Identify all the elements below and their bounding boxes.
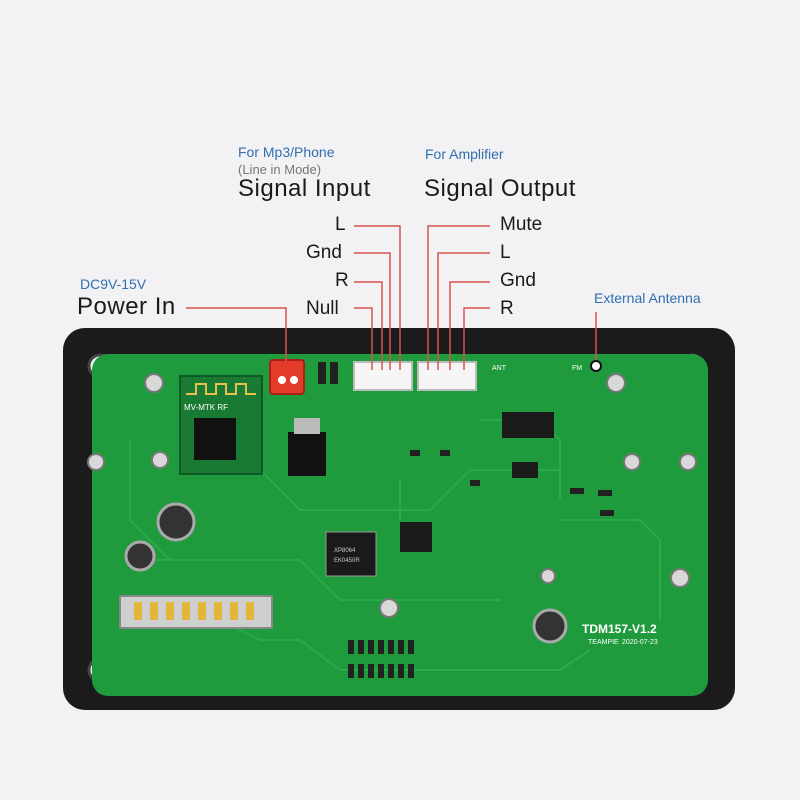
signal-output-connector	[417, 361, 477, 391]
bt-module-label: MV-MTK RF	[184, 403, 228, 412]
output-pin-mute: Mute	[500, 214, 543, 235]
power-voltage-label: DC9V-15V	[80, 276, 147, 292]
leader-input-gnd	[354, 252, 391, 370]
leader-power	[186, 307, 287, 362]
board-model: TDM157-V1.2	[582, 622, 657, 636]
ant-label: ANT	[492, 365, 507, 372]
antenna-point	[590, 360, 602, 372]
output-pin-l: L	[500, 242, 511, 263]
leader-output-l	[437, 252, 490, 370]
leader-output-mute	[427, 225, 490, 370]
bluetooth-module	[179, 375, 263, 475]
signal-output-title: Signal Output	[424, 175, 576, 202]
capacitors	[124, 502, 568, 644]
leader-input-r	[354, 281, 383, 370]
chip-sub-label: EK0450R	[334, 558, 360, 564]
smd-components	[348, 450, 614, 678]
input-source-label: For Mp3/Phone	[238, 144, 335, 160]
input-pin-r: R	[335, 270, 349, 291]
leader-output-gnd	[449, 281, 490, 370]
main-chip	[325, 531, 377, 577]
board-date: 2020-07-23	[622, 639, 658, 646]
external-antenna-label: External Antenna	[594, 290, 701, 306]
voltage-regulator	[288, 432, 326, 476]
output-pin-r: R	[500, 298, 514, 319]
power-in-title: Power In	[77, 293, 176, 320]
signal-input-connector	[353, 361, 413, 391]
board-maker: TEAMPIE	[588, 639, 619, 646]
fm-label: FM	[572, 365, 582, 372]
input-pin-l: L	[335, 214, 346, 235]
leader-lines	[186, 225, 597, 370]
signal-input-title: Signal Input	[238, 175, 371, 202]
output-pin-gnd: Gnd	[500, 270, 536, 291]
ic-u1	[502, 412, 554, 438]
input-pin-gnd: Gnd	[306, 242, 342, 263]
chip-label: XP8064	[334, 548, 356, 554]
input-mode-label: (Line in Mode)	[238, 162, 322, 177]
ic-u2	[512, 462, 538, 478]
leader-input-l	[354, 225, 401, 370]
secondary-chip	[400, 522, 432, 552]
output-target-label: For Amplifier	[425, 146, 504, 162]
leader-input-null	[354, 307, 373, 370]
pin-header	[318, 362, 338, 384]
input-pin-null: Null	[306, 298, 339, 319]
leader-output-r	[463, 307, 490, 370]
power-connector	[269, 359, 305, 395]
